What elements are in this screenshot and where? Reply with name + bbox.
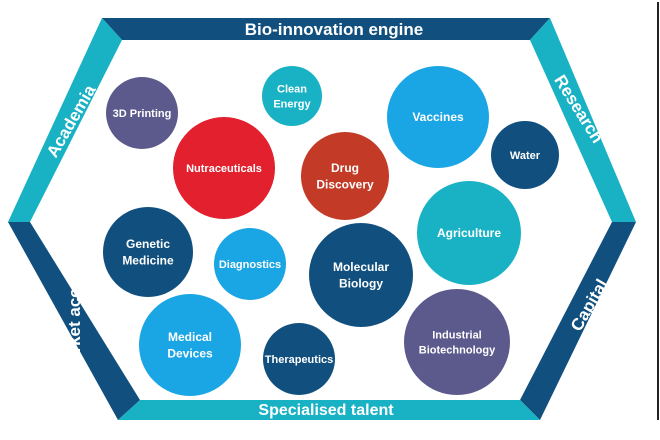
bubble-genetic-medicine <box>103 207 193 297</box>
bubble-nutraceuticals <box>173 117 275 219</box>
bubble-label-clean-energy: Energy <box>273 98 311 110</box>
bubble-label-molecular-biology: Molecular <box>333 260 389 274</box>
bubble-clean-energy <box>262 66 322 126</box>
right-edge-divider <box>657 2 659 420</box>
bubble-water <box>491 121 559 189</box>
bubble-molecular-biology <box>309 223 413 327</box>
bubble-label-medical-devices: Devices <box>167 346 213 360</box>
bubble-label-molecular-biology: Biology <box>339 276 383 290</box>
bubble-label-nutraceuticals: Nutraceuticals <box>186 163 262 175</box>
bubble-therapeutics <box>263 323 335 395</box>
bubble-group: 3D Printing CleanEnergyVaccinesWaterNutra… <box>103 66 559 396</box>
bubble-label-diagnostics: Diagnostics <box>219 259 281 271</box>
band-upper-left <box>8 18 122 222</box>
bubble-diagnostics <box>214 228 286 300</box>
bubble-label-clean-energy: Clean <box>277 83 307 95</box>
bubble-label-therapeutics: Therapeutics <box>265 354 333 366</box>
bubble-label-genetic-medicine: Medicine <box>122 253 174 267</box>
bubble-label-drug-discovery: Drug <box>331 161 359 175</box>
bubble-label-water: Water <box>510 150 541 162</box>
bubble-label-genetic-medicine: Genetic <box>126 237 170 251</box>
bubble-drug-discovery <box>301 132 389 220</box>
band-lower-left <box>8 222 140 420</box>
band-lower-right <box>520 222 636 420</box>
bubble-vaccines <box>387 66 489 168</box>
band-top <box>102 18 550 40</box>
bubble-industrial-biotechnology <box>404 289 510 395</box>
bubble-label-industrial-biotechnology: Industrial <box>432 329 482 341</box>
bubble-label-3d-printing: 3D Printing <box>113 108 172 120</box>
side-label-bottom: Specialised talent <box>258 402 394 419</box>
band-upper-right <box>530 18 636 222</box>
bubble-label-agriculture: Agriculture <box>437 226 501 240</box>
bubble-medical-devices <box>139 294 241 396</box>
bubble-label-medical-devices: Medical <box>168 330 212 344</box>
side-label-market-access: Market access <box>65 260 84 376</box>
bubble-label-industrial-biotechnology: Biotechnology <box>419 344 496 356</box>
bubble-label-vaccines: Vaccines <box>412 110 464 124</box>
bubble-3d-printing <box>106 77 178 149</box>
side-label-top: Bio-innovation engine <box>245 20 424 39</box>
bubble-label-drug-discovery: Discovery <box>316 177 374 191</box>
bubble-agriculture <box>417 181 521 285</box>
band-bottom <box>118 400 540 420</box>
